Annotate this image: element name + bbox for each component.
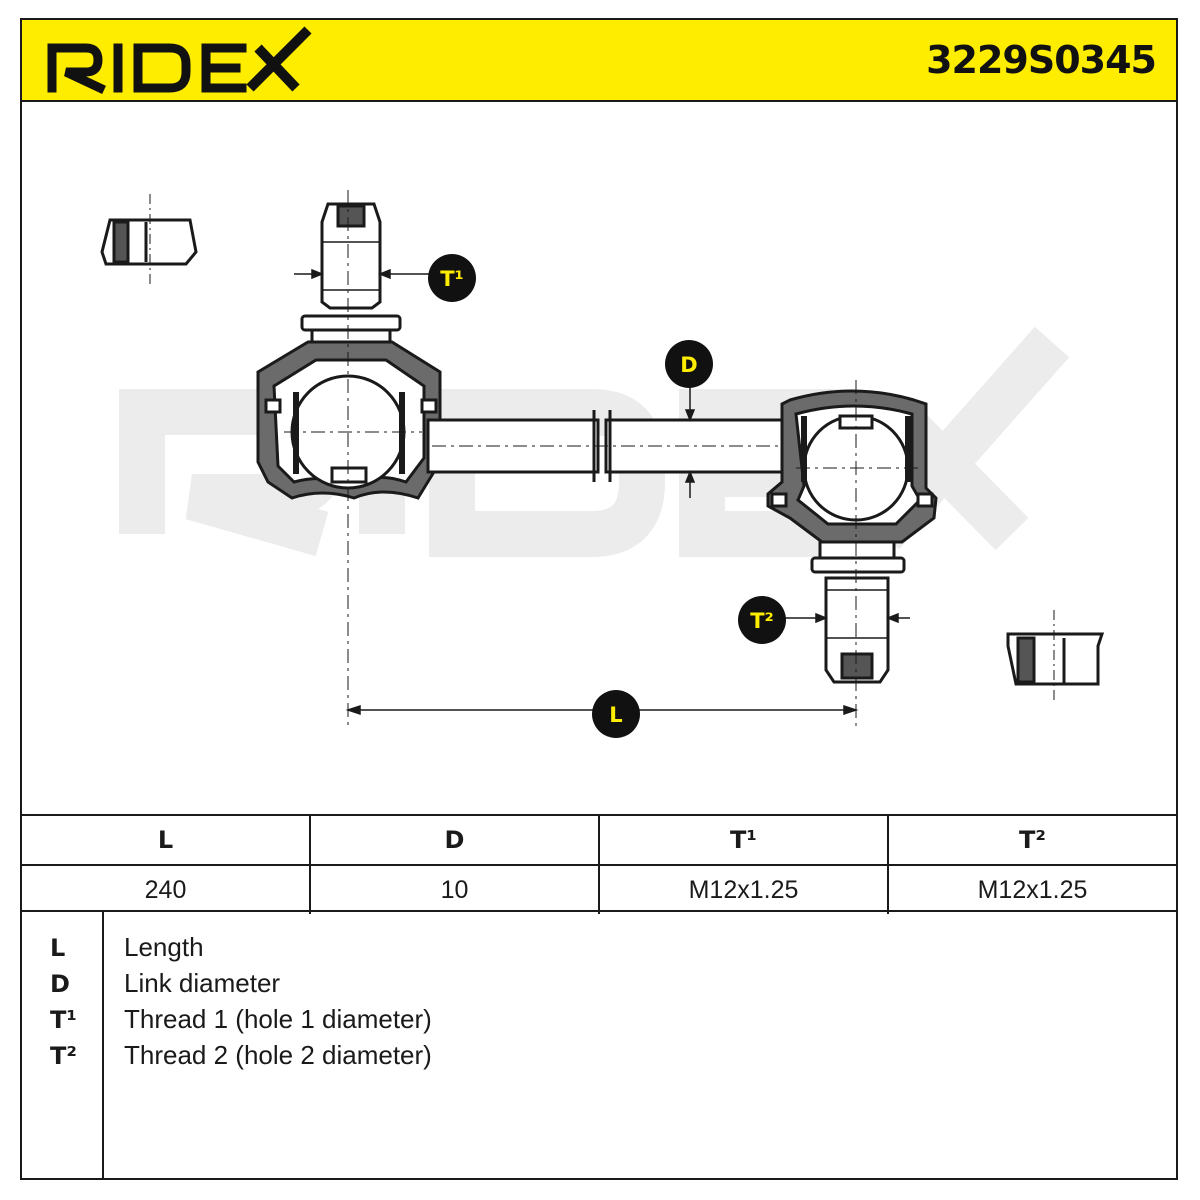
legend-text: Length: [124, 932, 204, 962]
spec-header-cell: T²: [1019, 826, 1046, 854]
d-callout-label: D: [680, 353, 697, 377]
legend-item: T¹ Thread 1 (hole 1 diameter): [22, 1002, 1176, 1038]
ridex-logo: [47, 26, 312, 94]
spec-header-cell: D: [311, 816, 600, 864]
legend-text: Thread 2 (hole 2 diameter): [124, 1040, 432, 1070]
spec-header-cell: L: [22, 816, 311, 864]
spec-table: L D T¹ T² 240 10 M12x1.25 M12x1.25: [22, 814, 1176, 914]
technical-drawing: T¹ D T²: [100, 190, 1105, 738]
spec-header-cell: T¹: [600, 816, 889, 864]
legend-key: T¹: [50, 1006, 77, 1034]
d-callout: D: [665, 340, 713, 388]
t1-dimension: [294, 268, 438, 280]
legend-key: T²: [50, 1042, 77, 1070]
t1-callout: T¹: [428, 254, 476, 302]
legend-item: L Length: [22, 930, 1176, 966]
spec-table-header: L D T¹ T²: [22, 816, 1176, 866]
t2-callout: T²: [738, 596, 786, 644]
left-ball-joint: [256, 340, 442, 500]
l-callout: L: [592, 690, 640, 738]
legend-item: D Link diameter: [22, 966, 1176, 1002]
t2-dimension: [782, 612, 910, 624]
nut-icon: [1006, 610, 1105, 702]
part-number: 3229S0345: [926, 38, 1157, 82]
drawing-frame: 3229S0345: [20, 18, 1178, 1180]
spec-value-cell: 240: [22, 866, 311, 914]
legend-key: L: [50, 934, 66, 962]
l-callout-label: L: [609, 703, 622, 727]
right-ball-joint: [766, 389, 938, 544]
spec-table-values: 240 10 M12x1.25 M12x1.25: [22, 866, 1176, 914]
left-stud: [300, 202, 402, 348]
spec-value-cell: 10: [311, 866, 600, 914]
spec-value-cell: M12x1.25: [977, 875, 1088, 904]
center-lines: [284, 190, 922, 730]
legend-text: Link diameter: [124, 968, 281, 998]
t2-callout-label: T²: [750, 609, 774, 633]
legend-text: Thread 1 (hole 1 diameter): [124, 1004, 432, 1034]
legend-divider: [102, 912, 104, 1178]
header-bar: 3229S0345: [22, 20, 1176, 102]
t1-callout-label: T¹: [440, 267, 464, 291]
legend-item: T² Thread 2 (hole 2 diameter): [22, 1038, 1176, 1074]
spec-value-cell: M12x1.25: [600, 866, 889, 914]
legend-key: D: [50, 970, 70, 998]
right-stud: [810, 540, 906, 684]
nut-icon: [100, 194, 198, 288]
legend: L Length D Link diameter T¹ Thread 1 (ho…: [22, 912, 1176, 1178]
